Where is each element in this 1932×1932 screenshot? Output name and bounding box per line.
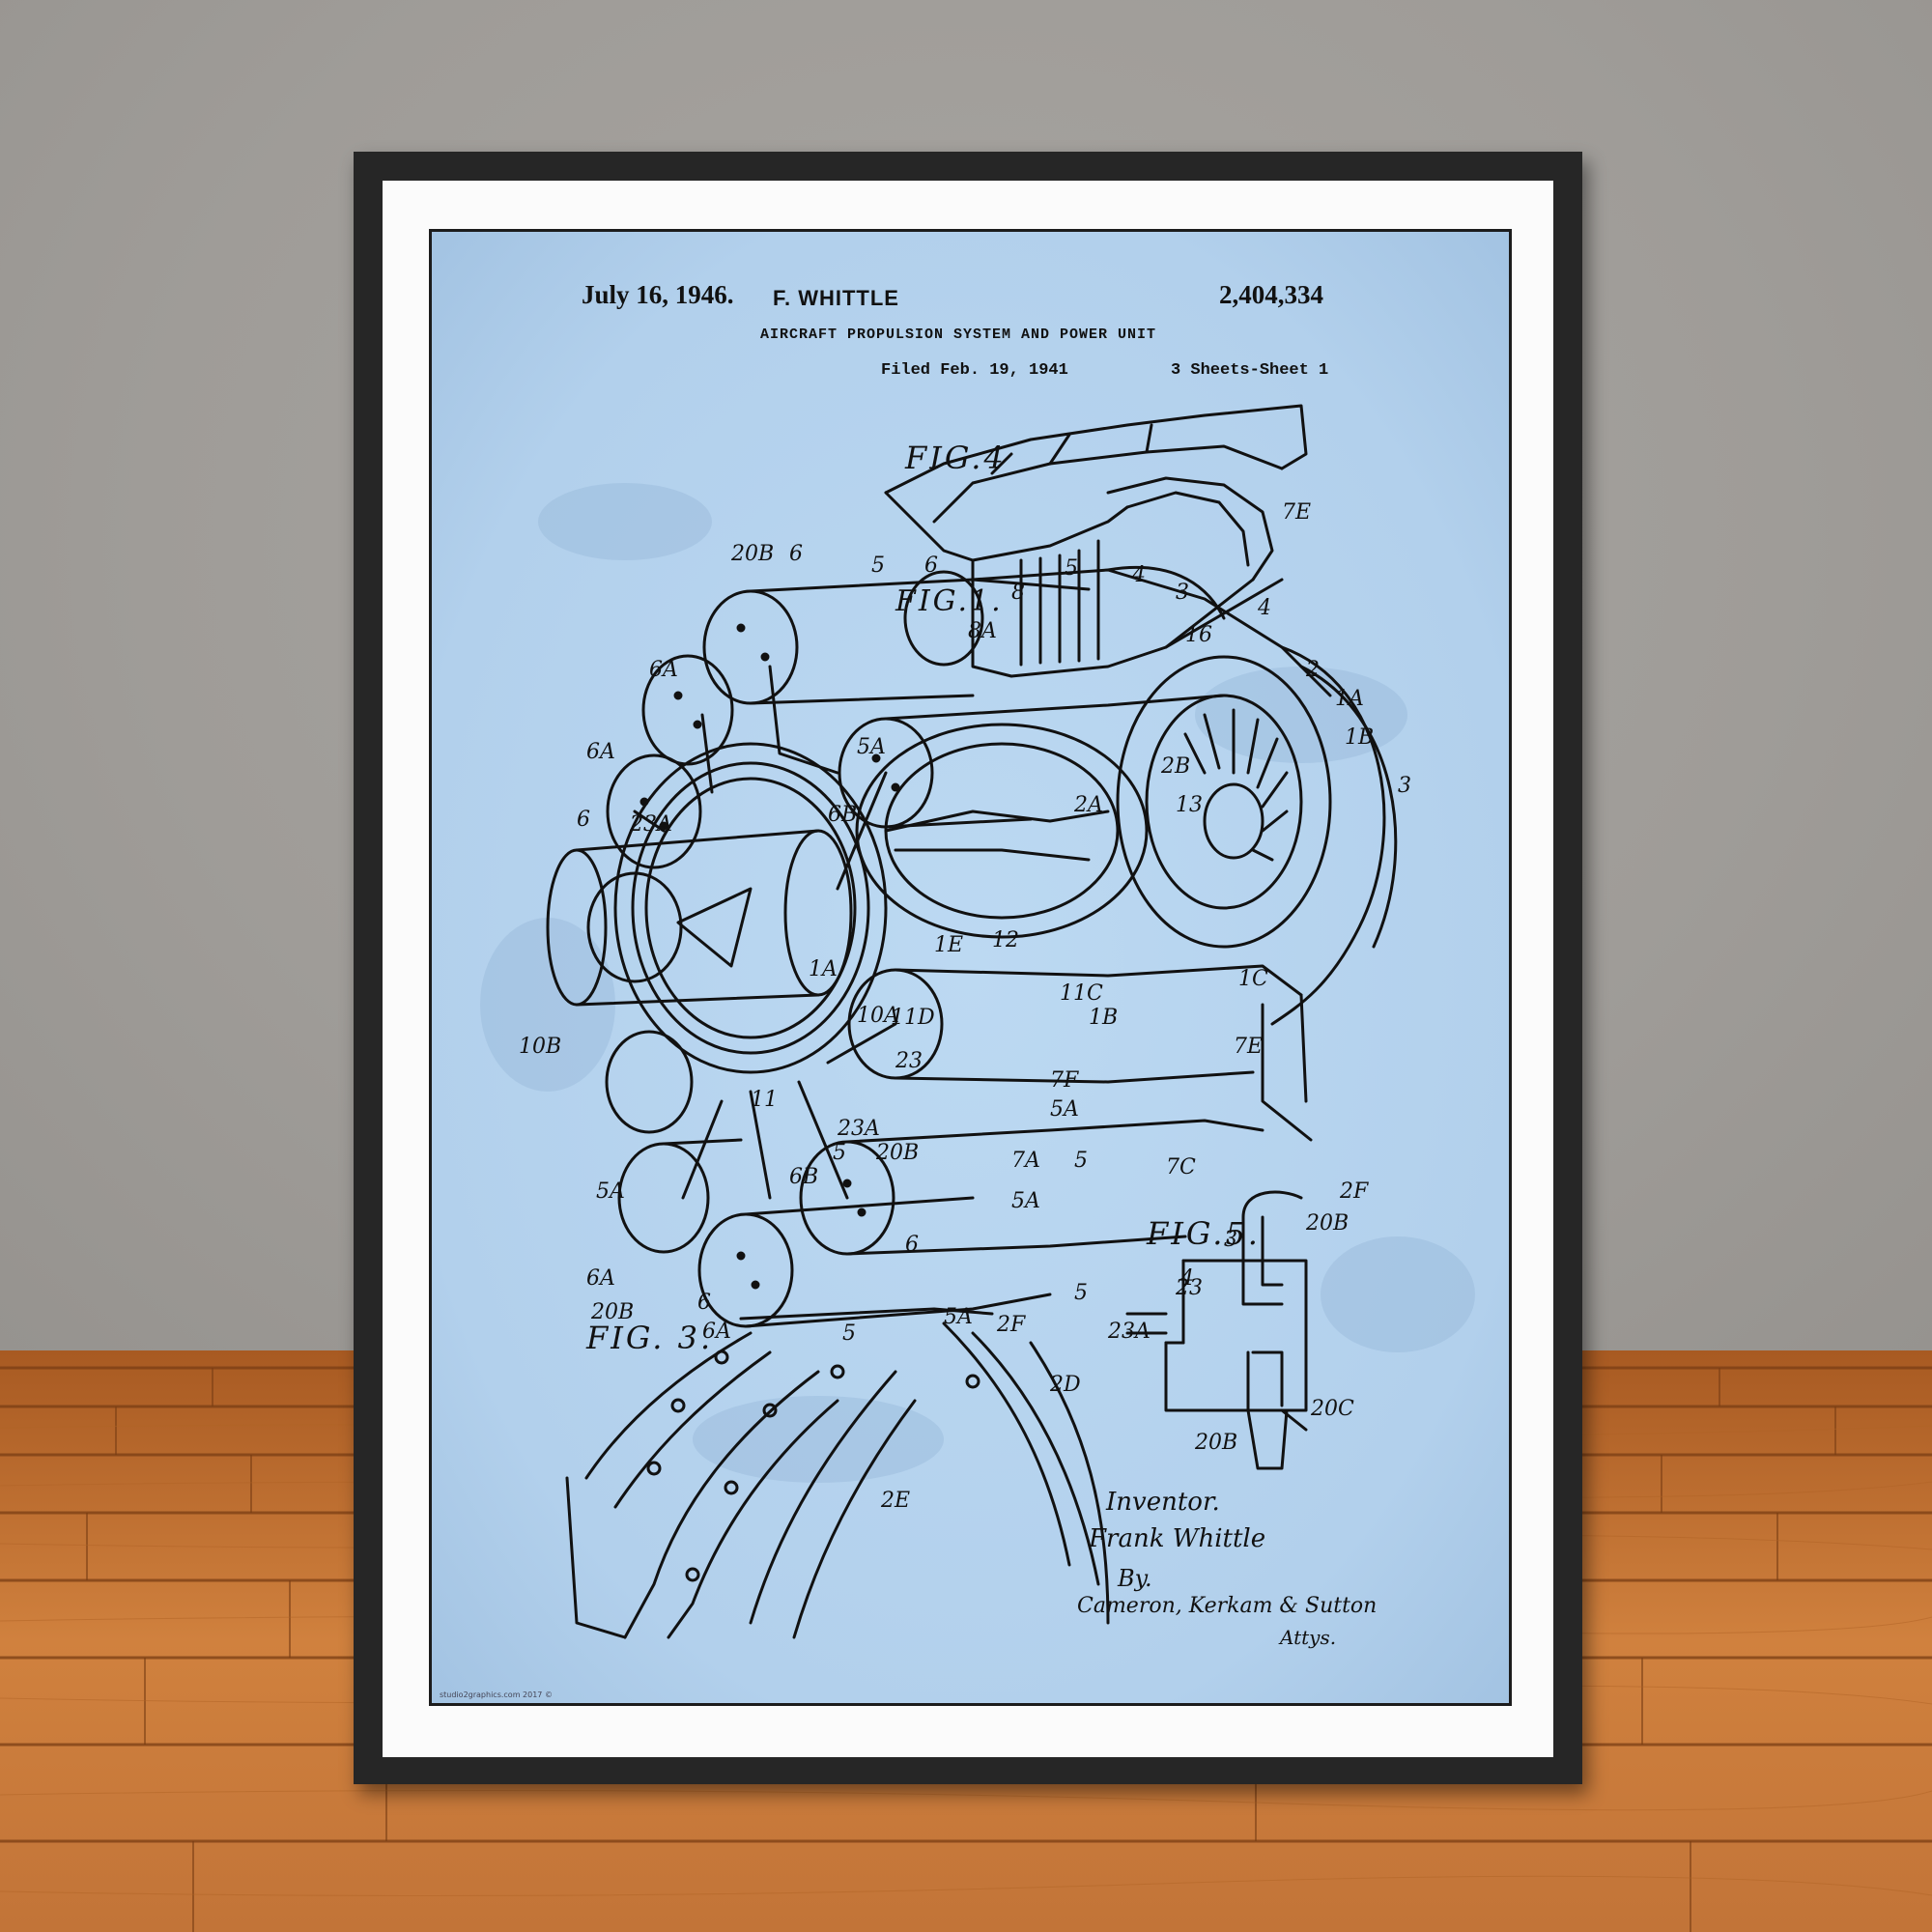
svg-text:20C: 20C [1310, 1397, 1354, 1421]
svg-text:6: 6 [905, 1233, 919, 1257]
paper-texture [432, 232, 1509, 1703]
patent-date: July 16, 1946. [582, 280, 734, 309]
fig5-drawing [1125, 1190, 1308, 1470]
svg-text:6: 6 [789, 542, 803, 566]
svg-text:6B: 6B [789, 1165, 818, 1189]
engine-drawing: 7E 8 8A 16 6A 20B 6 5 6 5 4 3 4 2 1A 1B [519, 404, 1411, 1639]
svg-text:23A: 23A [629, 812, 672, 837]
svg-text:7F: 7F [1050, 1068, 1079, 1093]
svg-text:4: 4 [1257, 596, 1271, 620]
svg-text:20B: 20B [875, 1141, 919, 1165]
svg-text:2E: 2E [880, 1489, 910, 1513]
fig1-drawing [546, 565, 1398, 1328]
svg-text:2D: 2D [1049, 1373, 1081, 1397]
white-mat: July 16, 1946. F. WHITTLE 2,404,334 AIRC… [383, 181, 1553, 1757]
svg-text:6A: 6A [586, 1266, 615, 1291]
svg-text:2B: 2B [1160, 754, 1190, 779]
attorney-signature: Cameron, Kerkam & Sutton [1077, 1594, 1378, 1618]
fig4-label: FIG.4 [905, 440, 1007, 476]
fig5-label: FIG.5. [1147, 1215, 1261, 1252]
inventor-signature: Frank Whittle [1089, 1524, 1266, 1553]
picture-frame: July 16, 1946. F. WHITTLE 2,404,334 AIRC… [354, 152, 1582, 1784]
svg-text:10A: 10A [857, 1004, 899, 1028]
patent-print: July 16, 1946. F. WHITTLE 2,404,334 AIRC… [429, 229, 1512, 1706]
svg-text:4: 4 [1179, 1266, 1194, 1291]
svg-text:23: 23 [1175, 1276, 1203, 1300]
svg-text:5A: 5A [1011, 1189, 1040, 1213]
svg-text:2F: 2F [996, 1313, 1026, 1337]
svg-text:1A: 1A [809, 957, 838, 981]
svg-text:16: 16 [1185, 623, 1212, 647]
attorneys-label: Attys. [1280, 1626, 1337, 1649]
svg-text:20B: 20B [1194, 1431, 1237, 1455]
svg-text:20B: 20B [730, 542, 774, 566]
svg-text:1C: 1C [1238, 967, 1268, 991]
svg-text:20B: 20B [1305, 1211, 1349, 1236]
credit-text: studio2graphics.com 2017 © [440, 1690, 553, 1699]
svg-text:5: 5 [1074, 1281, 1088, 1305]
svg-text:12: 12 [992, 928, 1019, 952]
svg-text:1B: 1B [1089, 1006, 1118, 1030]
svg-text:5: 5 [842, 1321, 856, 1346]
svg-text:2F: 2F [1339, 1179, 1369, 1204]
svg-text:3: 3 [1398, 774, 1411, 798]
svg-text:5A: 5A [1050, 1097, 1079, 1122]
svg-text:6: 6 [697, 1291, 711, 1315]
svg-text:6A: 6A [649, 658, 678, 682]
svg-text:6A: 6A [586, 740, 615, 764]
patent-number: 2,404,334 [1219, 280, 1323, 309]
svg-text:8A: 8A [968, 619, 997, 643]
svg-text:8: 8 [1011, 581, 1025, 605]
svg-text:11C: 11C [1060, 981, 1103, 1006]
svg-text:6A: 6A [702, 1320, 731, 1344]
svg-text:6B: 6B [828, 803, 857, 827]
svg-text:23A: 23A [837, 1117, 880, 1141]
fig3-drawing [565, 1307, 1110, 1639]
svg-text:13: 13 [1176, 793, 1203, 817]
svg-text:7E: 7E [1282, 500, 1311, 525]
svg-text:3: 3 [1176, 581, 1189, 605]
svg-text:6: 6 [924, 554, 938, 578]
svg-text:1E: 1E [934, 933, 963, 957]
patent-title: AIRCRAFT PROPULSION SYSTEM AND POWER UNI… [760, 327, 1157, 343]
svg-text:3: 3 [1224, 1228, 1237, 1252]
fig1-label: FIG.1. [895, 584, 1004, 618]
svg-text:4: 4 [1131, 563, 1146, 587]
filed-date: Filed Feb. 19, 1941 [881, 361, 1068, 380]
svg-text:5: 5 [833, 1141, 846, 1165]
svg-text:11: 11 [751, 1088, 778, 1112]
svg-text:5A: 5A [857, 735, 886, 759]
svg-text:1B: 1B [1345, 725, 1374, 750]
svg-text:2A: 2A [1073, 793, 1103, 817]
svg-text:5: 5 [1074, 1149, 1088, 1173]
svg-text:23: 23 [895, 1049, 923, 1073]
inventor-label: Inventor. [1106, 1488, 1220, 1517]
svg-text:20B: 20B [590, 1300, 634, 1324]
svg-text:5A: 5A [596, 1179, 625, 1204]
svg-text:5A: 5A [944, 1305, 973, 1329]
svg-text:5: 5 [871, 554, 885, 578]
svg-text:7A: 7A [1011, 1149, 1040, 1173]
svg-text:11D: 11D [891, 1006, 935, 1030]
svg-text:7C: 7C [1166, 1155, 1196, 1179]
svg-text:23A: 23A [1107, 1320, 1151, 1344]
sheet-count: 3 Sheets-Sheet 1 [1171, 361, 1329, 380]
svg-text:10B: 10B [519, 1035, 561, 1059]
inventor-name: F. WHITTLE [773, 286, 899, 310]
by-label: By. [1118, 1565, 1152, 1592]
svg-text:5: 5 [1065, 556, 1078, 581]
svg-text:1A: 1A [1335, 687, 1364, 711]
svg-text:7E: 7E [1234, 1035, 1263, 1059]
svg-text:2: 2 [1305, 658, 1320, 682]
svg-text:6: 6 [577, 808, 590, 832]
fig3-label: FIG. 3. [586, 1320, 714, 1356]
